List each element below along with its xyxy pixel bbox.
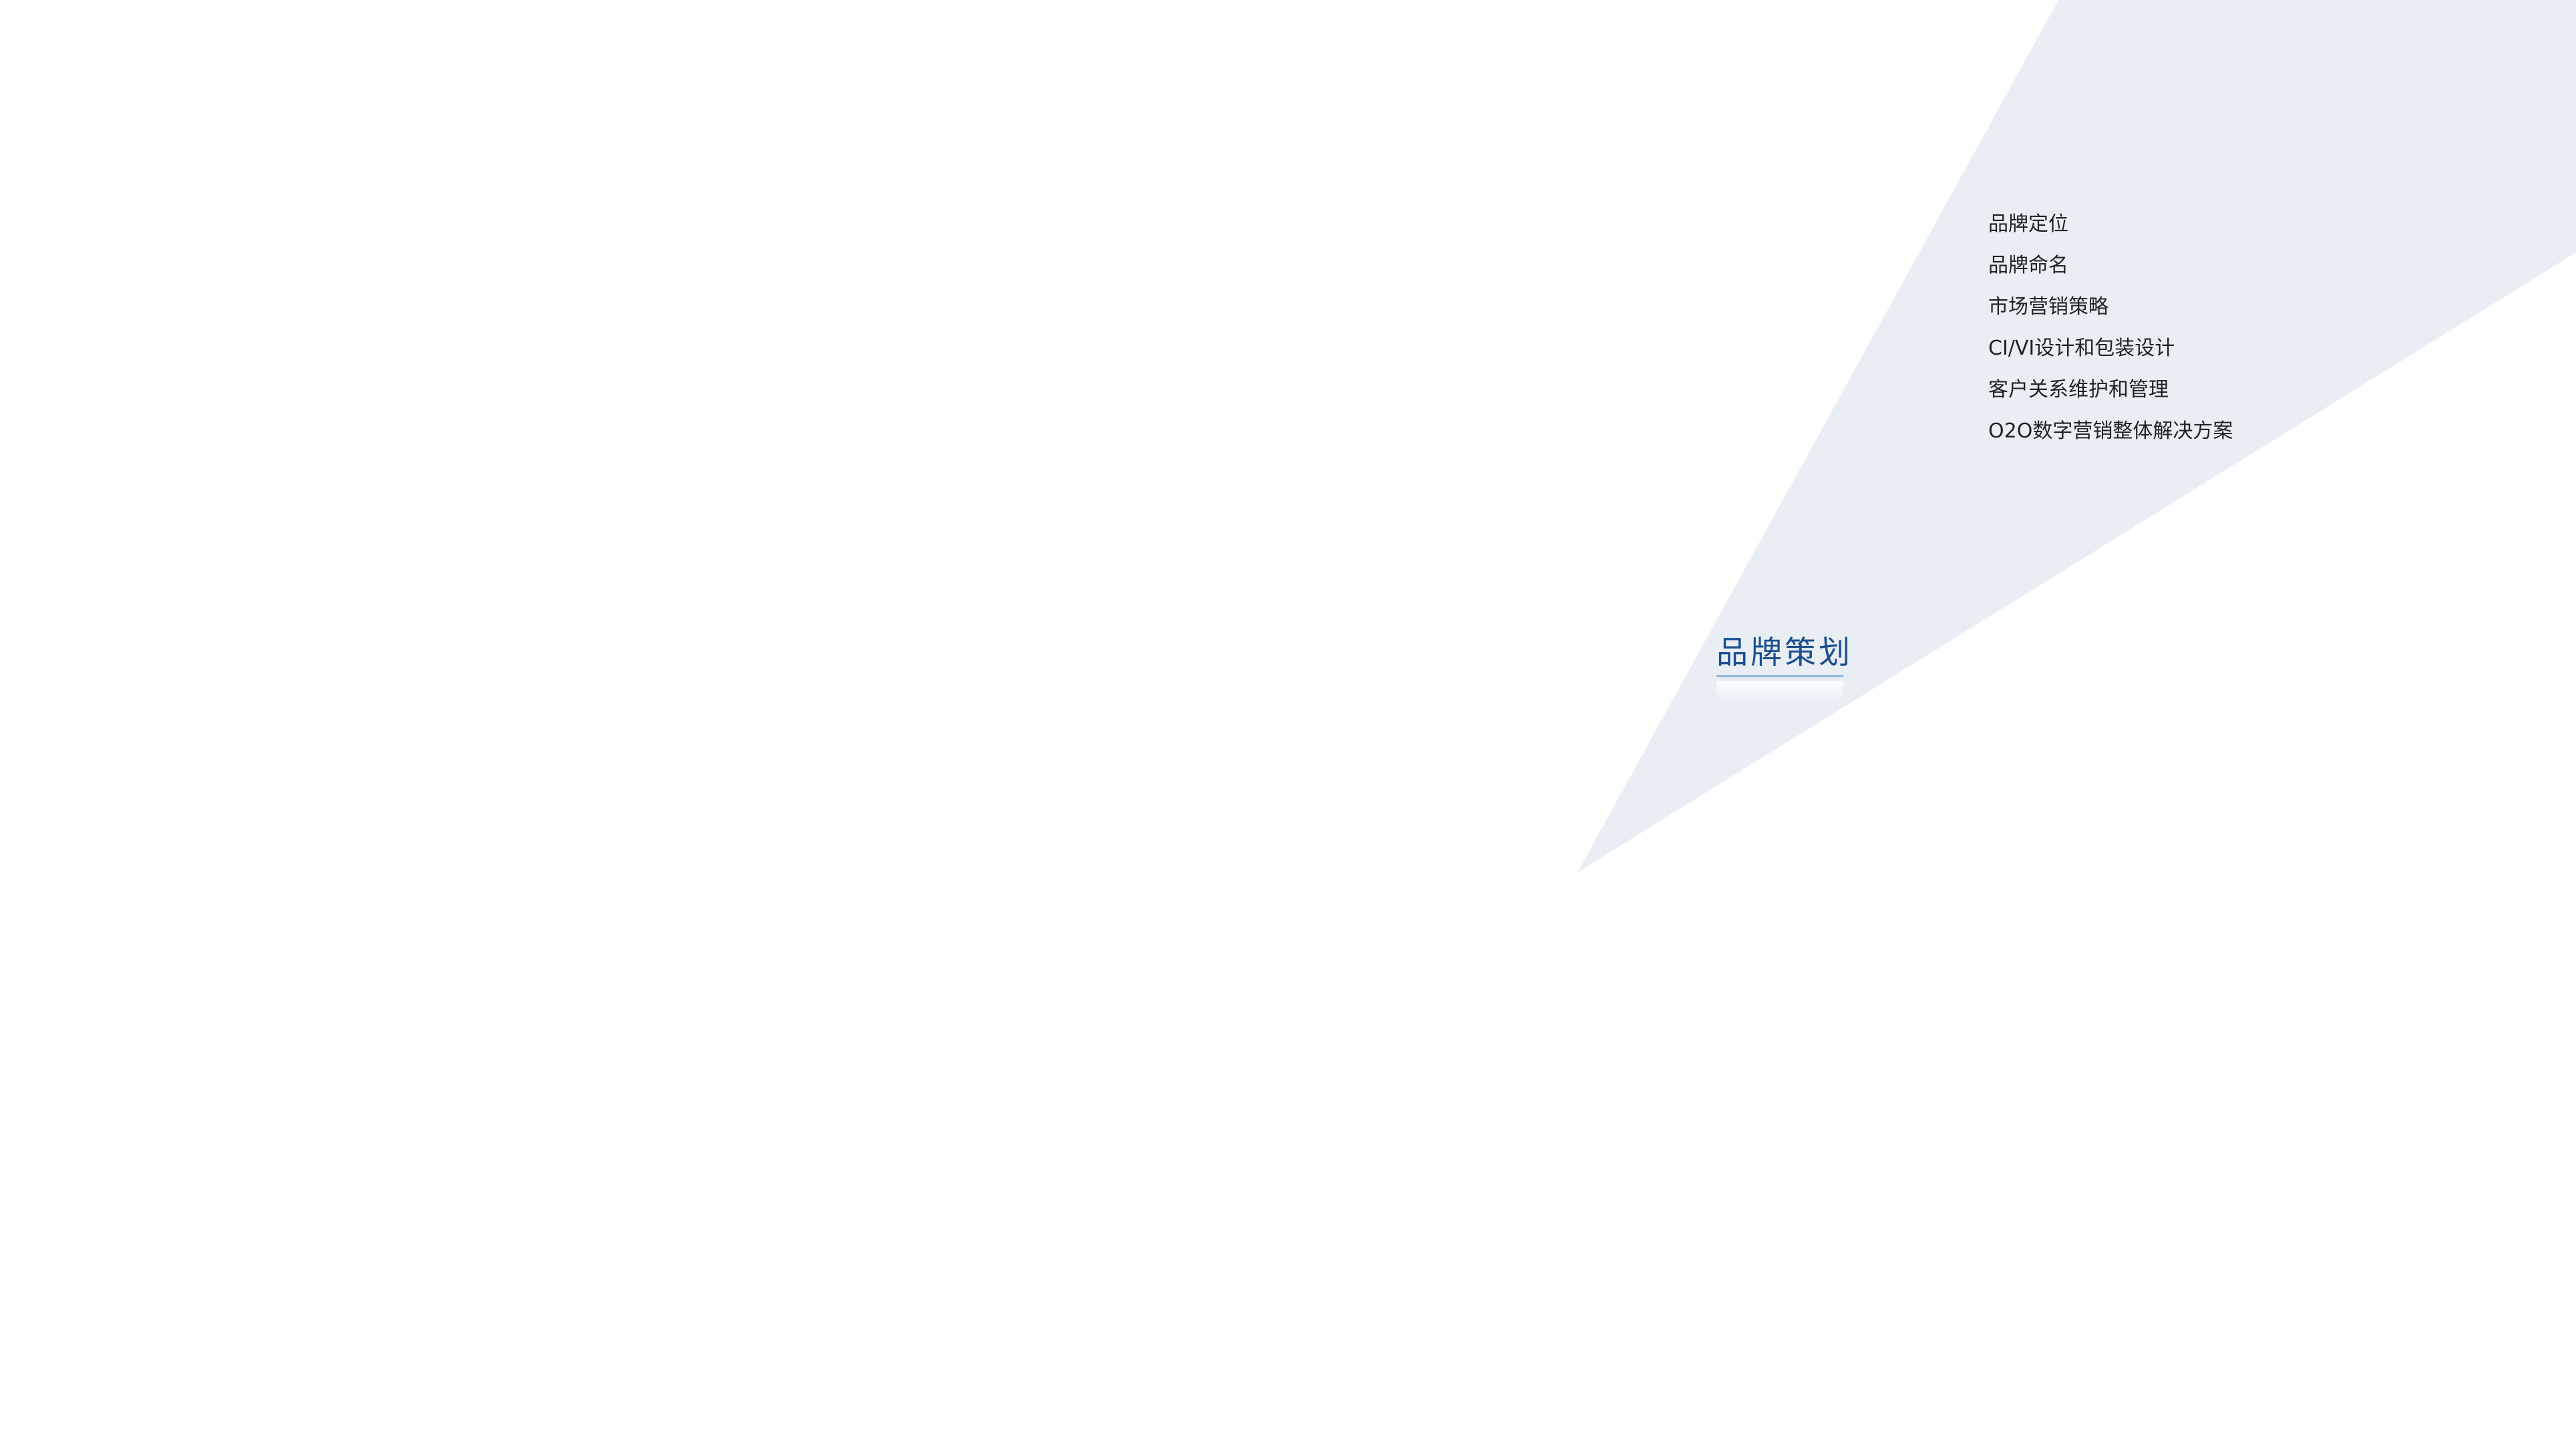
menu-item-o2o-marketing[interactable]: O2O数字营销整体解决方案	[1988, 419, 2233, 443]
menu-item-brand-naming[interactable]: 品牌命名	[1988, 254, 2068, 277]
wedge-shape	[1578, 0, 2576, 872]
menu-item-marketing-strategy[interactable]: 市场营销策略	[1988, 295, 2108, 319]
title-underline	[1716, 675, 1843, 677]
service-menu: 品牌定位 品牌命名 市场营销策略 CI/VI设计和包装设计 客户关系维护和管理 …	[1988, 211, 2233, 460]
menu-item-customer-relations[interactable]: 客户关系维护和管理	[1988, 378, 2169, 401]
title-reflection	[1716, 681, 1843, 701]
section-title[interactable]: 品牌策划	[1716, 635, 1853, 671]
menu-item-brand-positioning[interactable]: 品牌定位	[1988, 212, 2068, 236]
menu-item-ci-vi-design[interactable]: CI/VI设计和包装设计	[1988, 337, 2175, 360]
